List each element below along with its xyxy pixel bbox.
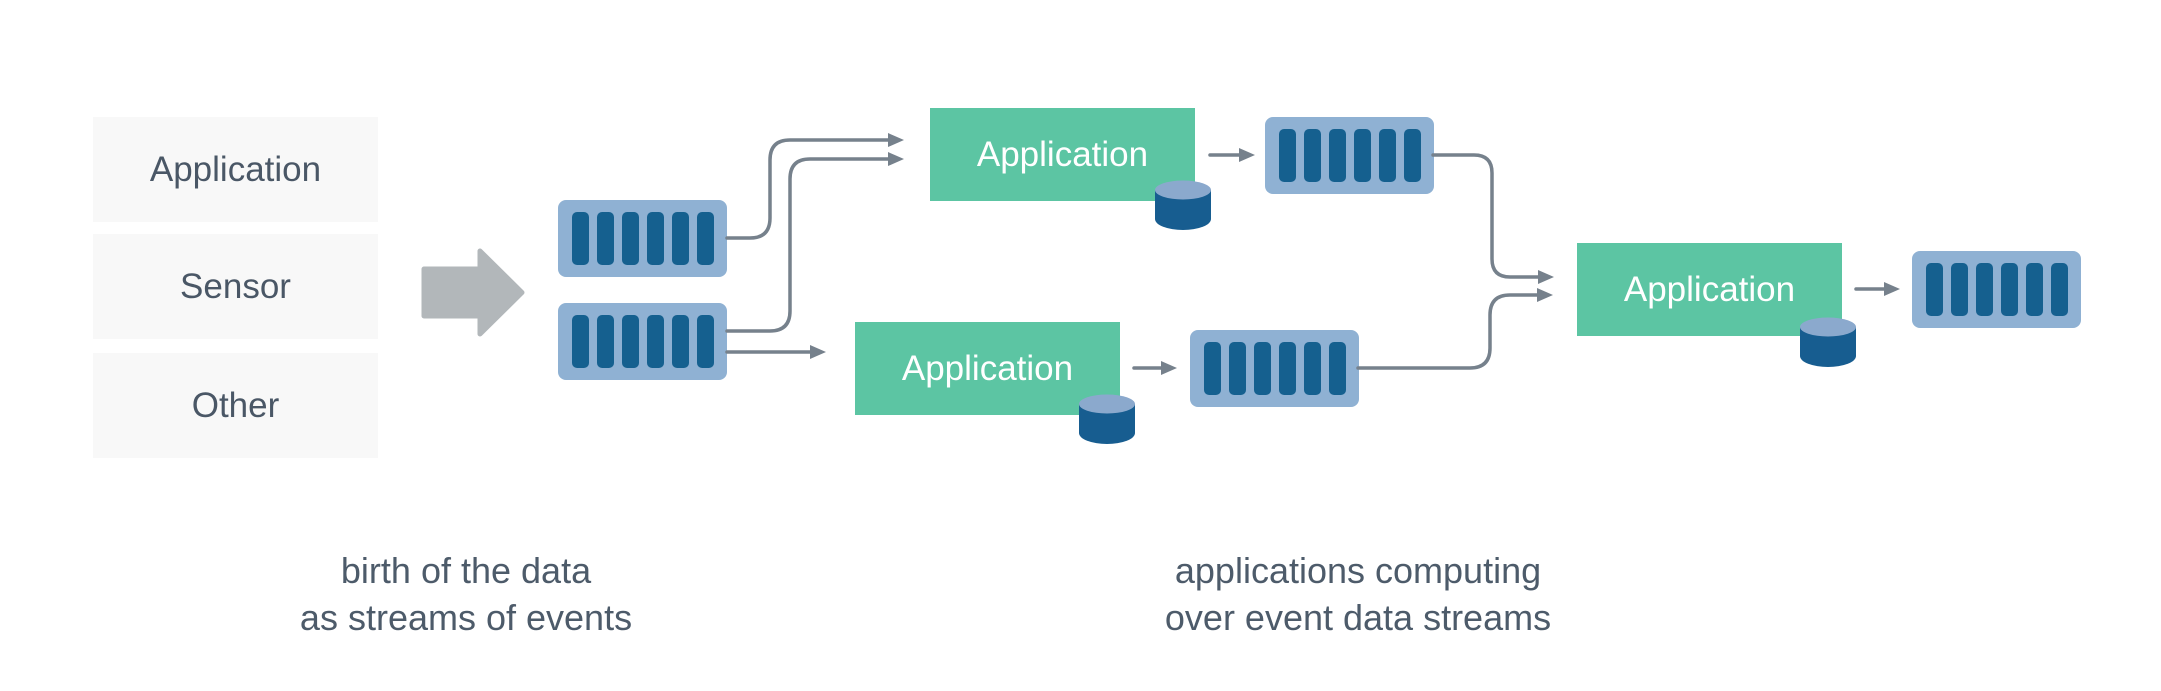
stream-bar [1303, 342, 1321, 395]
stream-bar [1328, 342, 1346, 395]
stream-bar [1403, 129, 1421, 182]
source-label: Application [149, 149, 322, 189]
source-box-other: Other [93, 353, 378, 458]
source-label: Other [191, 385, 280, 425]
event-stream-icon [1190, 330, 1359, 407]
stream-bar [596, 315, 614, 368]
stream-bar [1328, 129, 1346, 182]
application-box: Application [930, 108, 1195, 201]
stream-bar [1203, 342, 1221, 395]
stream-bar [571, 212, 589, 265]
stream-bar [696, 315, 714, 368]
application-label: Application [901, 348, 1074, 388]
stream-bar [1353, 129, 1371, 182]
application-label: Application [1623, 269, 1796, 309]
caption-applications-computing: applications computing over event data s… [1165, 548, 1551, 642]
event-stream-icon [1265, 117, 1434, 194]
caption-birth-of-data: birth of the data as streams of events [300, 548, 632, 642]
caption-line: applications computing [1174, 550, 1542, 591]
caption-line: over event data streams [1164, 596, 1552, 638]
event-stream-icon [558, 200, 727, 277]
stream-bar [1378, 129, 1396, 182]
stream-bar [2025, 263, 2043, 316]
stream-bar [1278, 129, 1296, 182]
stream-bar [1975, 263, 1993, 316]
source-box-sensor: Sensor [93, 234, 378, 339]
stream-bar [646, 212, 664, 265]
stream-bar [621, 315, 639, 368]
stream-bar [1925, 263, 1943, 316]
stream-bar [1303, 129, 1321, 182]
application-label: Application [976, 134, 1149, 174]
stream-bar [671, 212, 689, 265]
stream-bar [2000, 263, 2018, 316]
source-box-application: Application [93, 117, 378, 222]
source-label: Sensor [180, 266, 291, 306]
stream-bar [2050, 263, 2068, 316]
stream-bar [1228, 342, 1246, 395]
database-cylinder-icon [1800, 317, 1856, 367]
database-cylinder-icon [1079, 394, 1135, 444]
caption-line: as streams of events [299, 596, 633, 638]
database-cylinder-icon [1155, 180, 1211, 230]
stream-bar [671, 315, 689, 368]
event-stream-icon [558, 303, 727, 380]
flow-arrow-icon [421, 248, 525, 337]
stream-bar [596, 212, 614, 265]
stream-bar [696, 212, 714, 265]
stream-bar [1950, 263, 1968, 316]
event-stream-icon [1912, 251, 2081, 328]
stream-bar [1278, 342, 1296, 395]
stream-bar [621, 212, 639, 265]
application-box: Application [1577, 243, 1842, 336]
stream-bar [571, 315, 589, 368]
stream-bar [646, 315, 664, 368]
stream-bar [1253, 342, 1271, 395]
application-box: Application [855, 322, 1120, 415]
caption-line: birth of the data [340, 550, 592, 591]
